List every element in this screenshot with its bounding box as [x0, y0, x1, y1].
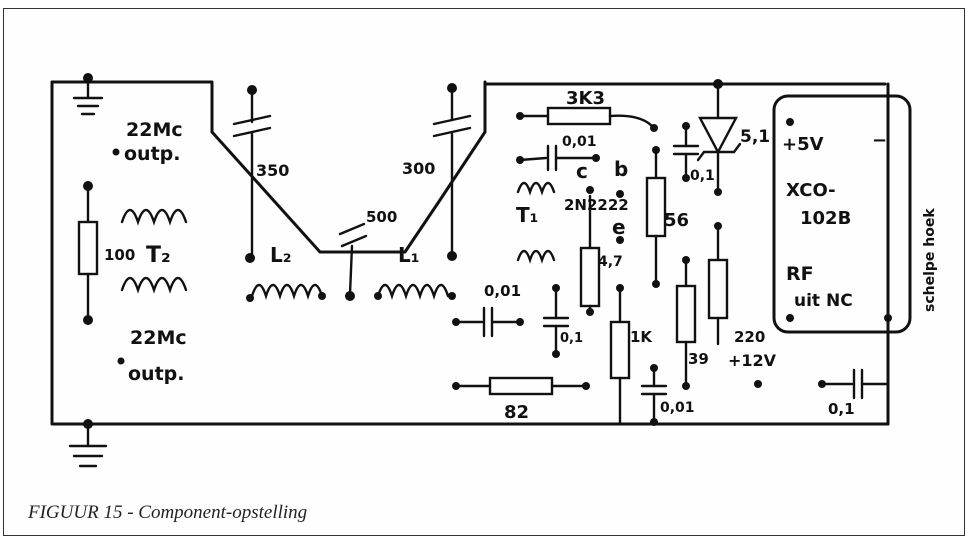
r47-label: 4,7	[598, 254, 623, 270]
resistor-82-icon	[452, 376, 590, 396]
transistor-label: 2N2222	[564, 196, 629, 214]
left-rail	[50, 80, 890, 426]
r39-label: 39	[688, 350, 709, 368]
capacitor-0-01-bottom-icon	[640, 364, 668, 426]
top-left-wire	[50, 80, 214, 134]
capacitor-0-01-top-icon	[516, 144, 600, 172]
l1-label: L₁	[398, 243, 420, 267]
xco-module-box	[772, 94, 912, 334]
side-label: schelpe hoek	[922, 208, 938, 312]
t2-coil-top-icon	[120, 208, 188, 226]
c500-label: 500	[366, 208, 397, 226]
zener-label: 5,1	[740, 127, 770, 147]
c01b-label: 0,1	[560, 331, 583, 346]
t1-label: T₁	[516, 203, 538, 227]
out-top-freq-label: 22Mc	[126, 119, 183, 141]
capacitor-0-1-top-icon	[672, 122, 700, 182]
out-top-label: outp.	[124, 143, 180, 165]
xco-v5-label: +5V	[782, 134, 824, 155]
resistor-56-icon	[645, 146, 667, 288]
r82-label: 82	[504, 402, 529, 423]
l2-coil-icon	[250, 283, 324, 300]
capacitor-300-icon	[432, 83, 472, 261]
t1-coil-bottom-icon	[516, 249, 556, 264]
capacitor-0-1-mid-icon	[542, 284, 570, 358]
r1k-label: 1K	[630, 328, 653, 346]
ground-top-icon	[72, 80, 104, 116]
t2-coil-bottom-icon	[120, 276, 188, 294]
resistor-1k-icon	[609, 284, 631, 426]
t2-label: T₂	[146, 243, 171, 268]
xco-name1-label: XCO-	[786, 180, 836, 201]
c001b-label: 0,01	[484, 282, 521, 300]
top-right-wire	[210, 80, 487, 254]
xco-nc-label: uit NC	[794, 291, 853, 311]
out-bot-freq-label: 22Mc	[130, 327, 187, 349]
resistor-3k3-icon	[516, 106, 658, 132]
resistor-220-icon	[707, 222, 729, 346]
e-pin-label: e	[612, 215, 626, 239]
b-pin-label: b	[614, 157, 628, 181]
l2-label: L₂	[270, 243, 292, 267]
xco-minus-label: −	[872, 130, 887, 151]
c-pin-label: c	[576, 159, 588, 183]
v12-label: +12V	[728, 351, 777, 370]
l1-coil-icon	[376, 283, 450, 300]
zener-diode-icon	[696, 79, 742, 196]
r3k3-label: 3K3	[566, 88, 605, 109]
resistor-100-icon	[77, 181, 99, 325]
c300-label: 300	[402, 159, 435, 178]
c01a-label: 0,1	[690, 168, 715, 184]
r100-label: 100	[104, 246, 135, 264]
r56-label: 56	[664, 210, 689, 231]
c350-label: 350	[256, 161, 289, 180]
resistor-39-icon	[675, 256, 697, 390]
xco-rf-label: RF	[786, 263, 814, 285]
capacitor-500-icon	[338, 222, 368, 301]
capacitor-0-1-bottom-icon	[818, 368, 890, 400]
ground-bottom-icon	[68, 422, 108, 468]
c001c-label: 0,01	[660, 400, 695, 416]
c001a-label: 0,01	[562, 134, 597, 150]
xco-name2-label: 102B	[800, 208, 851, 229]
c01c-label: 0,1	[828, 400, 855, 418]
figure-caption: FIGUUR 15 - Component-opstelling	[28, 502, 308, 523]
out-bot-label: outp.	[128, 363, 184, 385]
t1-coil-top-icon	[516, 181, 556, 196]
resistor-4-7-icon	[579, 194, 601, 316]
capacitor-350-icon	[232, 85, 272, 263]
r220-label: 220	[734, 328, 765, 346]
capacitor-0-01-mid-icon	[452, 306, 524, 338]
